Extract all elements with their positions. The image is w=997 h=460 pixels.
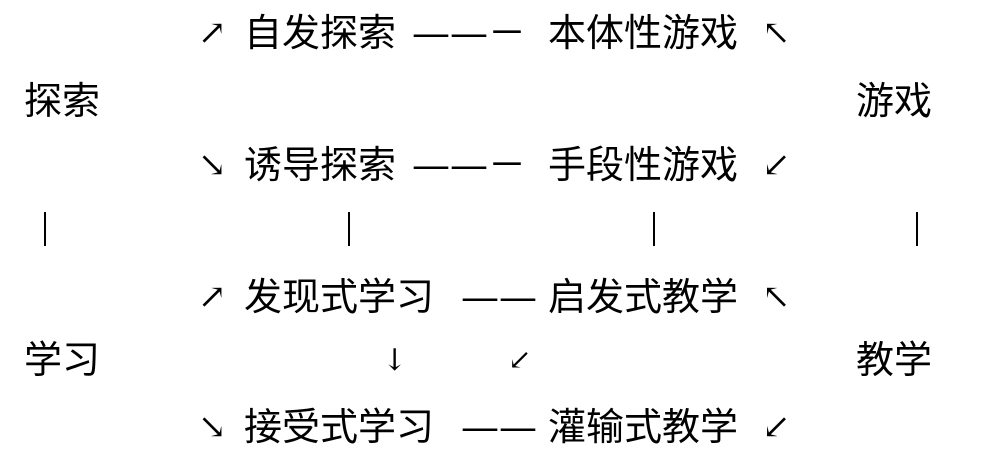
row4-right: 灌输式教学 <box>548 405 739 449</box>
arrow-diagonal-down-left: ↙ <box>508 343 532 376</box>
label-explore: 探索 <box>24 79 101 123</box>
arrow-up-left: ↖ <box>762 277 791 317</box>
separator-mid-left <box>348 212 350 246</box>
separator-right <box>916 212 918 246</box>
row4-dash: —— <box>461 405 537 449</box>
row3-dash: —— <box>461 275 537 319</box>
separator-left <box>44 212 46 246</box>
row3-left: 发现式学习 <box>244 275 435 319</box>
row4-left: 接受式学习 <box>244 405 435 449</box>
label-learn: 学习 <box>24 338 101 382</box>
row2-dash: ——－ <box>412 143 527 187</box>
arrow-up-left: ↖ <box>762 13 791 53</box>
arrow-down: ↓ <box>382 343 408 378</box>
arrow-up-right: ↗ <box>198 13 227 53</box>
row1-right: 本体性游戏 <box>548 11 739 55</box>
arrow-down-right: ↘ <box>198 407 227 447</box>
arrow-down-left: ↙ <box>762 145 791 185</box>
row2-left: 诱导探索 <box>244 143 397 187</box>
arrow-down-right: ↘ <box>198 145 227 185</box>
arrow-down-left: ↙ <box>762 407 791 447</box>
label-game: 游戏 <box>856 79 933 123</box>
separator-mid-right <box>653 212 655 246</box>
arrow-up-right: ↗ <box>198 277 227 317</box>
row3-right: 启发式教学 <box>548 275 739 319</box>
label-teach: 教学 <box>856 338 933 382</box>
row2-right: 手段性游戏 <box>548 143 739 187</box>
row1-dash: ——－ <box>412 11 527 55</box>
row1-left: 自发探索 <box>244 11 397 55</box>
